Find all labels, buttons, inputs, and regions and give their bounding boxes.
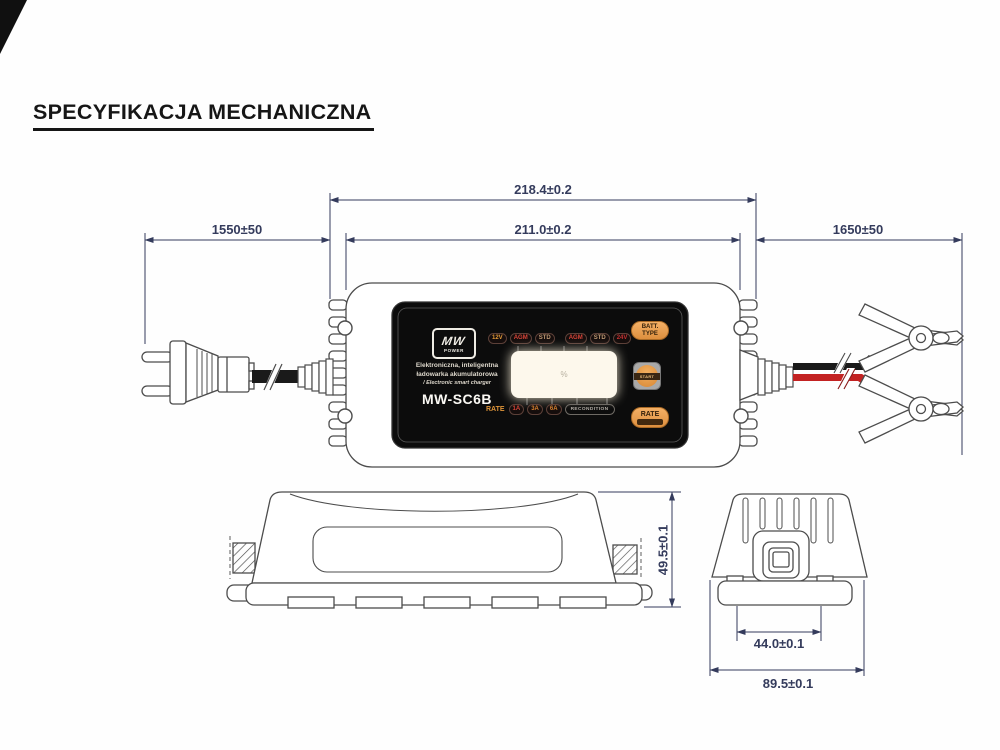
brand-logo: MW POWER — [432, 328, 476, 359]
positive-wire — [793, 374, 873, 388]
dimension-lines — [144, 193, 963, 676]
corner-mark — [0, 0, 27, 54]
model-number: MW-SC6B — [421, 391, 493, 407]
led-recondition: RECONDITION — [564, 404, 615, 416]
rate-button-subband — [637, 418, 663, 425]
display-symbol: % — [560, 370, 568, 379]
led-agm: AGM — [509, 333, 532, 345]
negative-wire — [793, 355, 874, 370]
screw-hole-icon — [337, 408, 353, 424]
led-connector-lines — [517, 346, 608, 405]
dim-panel-width: 211.0±0.2 — [514, 222, 572, 237]
dim-body-depth: 89.5±0.1 — [762, 676, 814, 691]
dim-overall-width: 218.4±0.2 — [514, 182, 572, 197]
charger-front-panel: MW POWER Elektroniczna, inteligentna ład… — [392, 302, 688, 448]
led-std: STD — [589, 333, 610, 345]
dim-connector-width: 44.0±0.1 — [753, 636, 805, 651]
led-24v: 24V — [612, 333, 632, 345]
power-plug — [141, 340, 255, 405]
led-agm: AGM — [564, 333, 587, 345]
led-std: STD — [534, 333, 555, 345]
start-button-disc: START — [634, 365, 660, 387]
plug-pin — [141, 385, 174, 397]
led-3a: 3A — [527, 404, 543, 416]
cable-gland — [232, 542, 256, 574]
plug-pin — [141, 351, 174, 363]
rate-row-label: RATE — [486, 406, 505, 414]
cable-break-icon — [263, 363, 283, 391]
cable-gland — [612, 544, 638, 575]
description-line-2: ładowarka akumulatorowa — [416, 371, 498, 379]
end-view — [711, 493, 868, 606]
description-line-1: Elektroniczna, inteligentna — [415, 362, 499, 369]
battery-clamp-lower — [858, 374, 964, 444]
product-description: Elektroniczna, inteligentna ładowarka ak… — [398, 361, 516, 388]
screw-hole-icon — [733, 408, 749, 424]
start-button[interactable]: START — [633, 362, 661, 390]
output-wires — [739, 303, 964, 444]
strain-relief — [297, 358, 334, 396]
batt-type-button[interactable]: BATT. TYPE — [631, 321, 669, 340]
rate-button-label: RATE — [640, 410, 660, 418]
strain-relief — [757, 358, 794, 396]
dim-output-cable-length: 1650±50 — [832, 222, 884, 237]
led-6a: 6A — [545, 404, 562, 416]
logo-power-text: POWER — [443, 347, 464, 353]
batt-type-button-label-2: TYPE — [642, 330, 658, 337]
cable-break-icon — [833, 352, 851, 374]
led-12v: 12V — [488, 333, 507, 345]
led-1a: 1A — [508, 404, 525, 416]
start-button-label: START — [634, 373, 660, 380]
screw-hole-icon — [733, 320, 749, 336]
dim-height: 49.5±0.1 — [655, 524, 671, 576]
battery-type-leds: 12V AGM STD AGM STD 24V — [488, 333, 632, 345]
batt-type-button-label-1: BATT. — [641, 323, 659, 330]
cooling-ribs — [742, 497, 834, 544]
input-cable — [252, 358, 334, 396]
charge-rate-leds: RATE 1A 3A 6A RECONDITION — [486, 404, 615, 416]
page-title: SPECYFIKACJA MECHANICZNA — [33, 100, 375, 131]
cable-break-icon — [837, 368, 855, 390]
side-view — [226, 491, 653, 609]
battery-clamp-upper — [858, 303, 964, 373]
logo-mw-text: MW — [441, 333, 467, 348]
screw-hole-icon — [337, 320, 353, 336]
dim-input-cable-length: 1550±50 — [211, 222, 263, 237]
rate-button[interactable]: RATE — [631, 407, 669, 428]
description-line-3: / Electronic smart charger — [423, 379, 491, 386]
lcd-display: % — [511, 351, 617, 398]
